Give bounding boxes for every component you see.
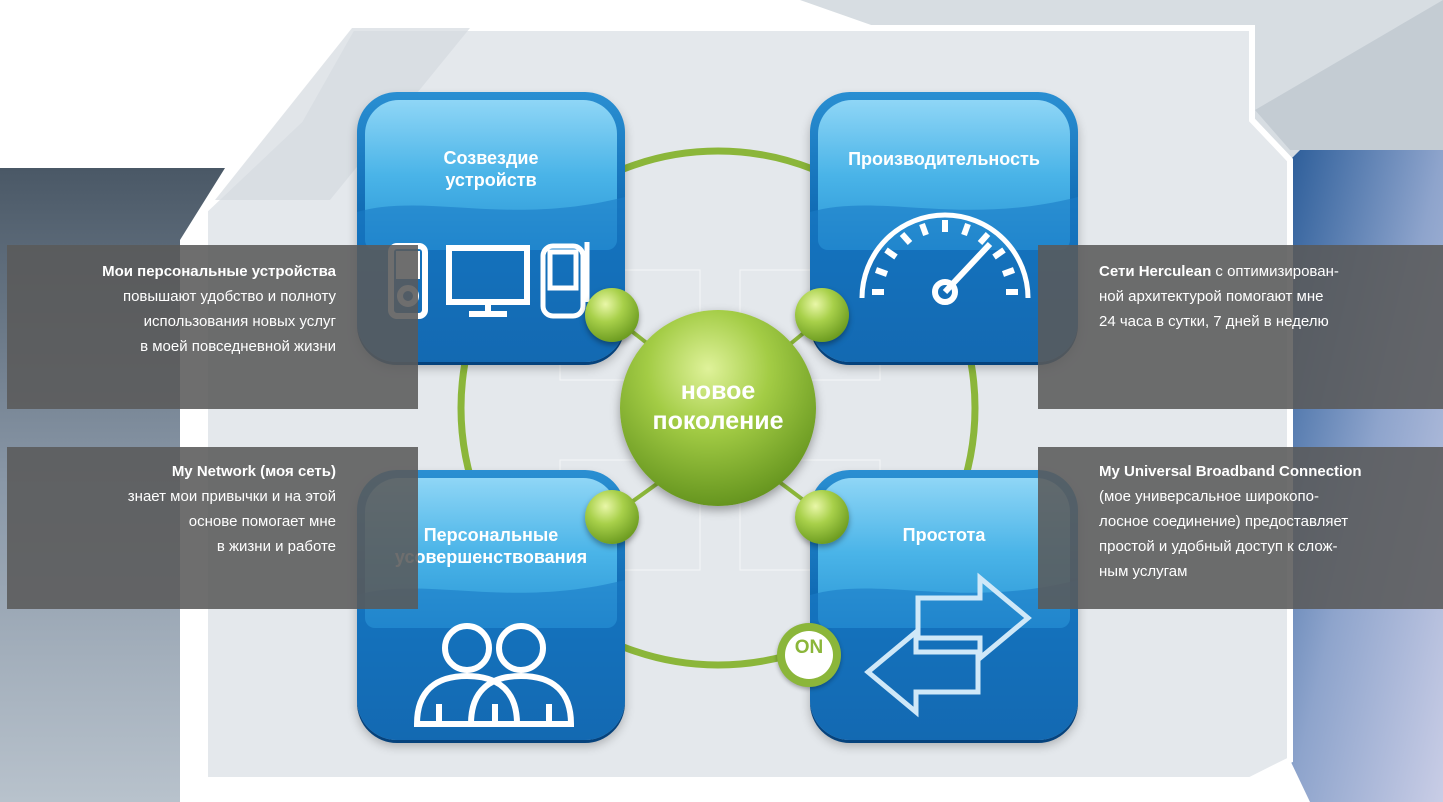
panel-text-line: знает мои привычки и на этой [127, 488, 336, 505]
panel-text-line: ной архитектурой помогают мне [1099, 288, 1324, 305]
connector-ball [795, 288, 849, 342]
on-badge: ON [777, 623, 841, 687]
panel-text-line: лосное соединение) предоставляет [1099, 513, 1349, 530]
pda-icon [540, 242, 590, 319]
panel-top-right: Сети Herculean с оптимизирован- ной архи… [1038, 245, 1443, 409]
devices-icons [388, 242, 590, 319]
panel-heading: My Universal Broadband Connection [1099, 463, 1362, 480]
panel-heading: Сети Herculean [1099, 263, 1212, 280]
on-label: ON [794, 637, 824, 658]
panel-text-line: ным услугам [1099, 563, 1188, 580]
monitor-icon [446, 245, 530, 317]
panel-heading: My Network (моя сеть) [171, 463, 336, 480]
panel-text-line: основе помогает мне [188, 513, 336, 530]
panel-bottom-right: My Universal Broadband Connection (мое у… [1038, 447, 1443, 609]
center-label: новое поколение [652, 377, 784, 435]
tile-performance: Производительность [810, 92, 1078, 362]
panel-text-line: в жизни и работе [216, 538, 336, 555]
panel-heading: Мои персональные устройства [102, 263, 336, 280]
users-icon [413, 623, 575, 727]
tile-wave [357, 197, 625, 362]
panel-text-line: использования новых услуг [143, 313, 336, 330]
tile-title: Созвездие устройств [443, 148, 539, 190]
panel-bottom-left: My Network (моя сеть) знает мои привычки… [7, 447, 418, 609]
tile-title: Простота [902, 525, 986, 545]
panel-text-line: в моей повседневной жизни [140, 338, 336, 355]
connector-ball [795, 490, 849, 544]
panel-top-left: Мои персональные устройства повышают удо… [7, 245, 418, 409]
tile-wave [810, 580, 1078, 740]
tile-simplicity: Простота [810, 470, 1078, 740]
panel-text-line: (мое универсальное широкопо- [1099, 488, 1319, 505]
center-node: новое поколение [620, 310, 816, 506]
speedometer-icon [859, 212, 1031, 305]
arrows-icon [864, 572, 1032, 718]
tile-title: Производительность [848, 149, 1040, 169]
tile-title: Персональные усовершенствования [394, 525, 588, 567]
panel-text-line: 24 часа в сутки, 7 дней в неделю [1099, 313, 1329, 330]
connector-ball [585, 490, 639, 544]
panel-text-line: повышают удобство и полноту [122, 288, 336, 305]
panel-text-line: с оптимизирован- [1211, 263, 1339, 280]
panel-text-line: простой и удобный доступ к слож- [1099, 538, 1338, 555]
connector-ball [585, 288, 639, 342]
